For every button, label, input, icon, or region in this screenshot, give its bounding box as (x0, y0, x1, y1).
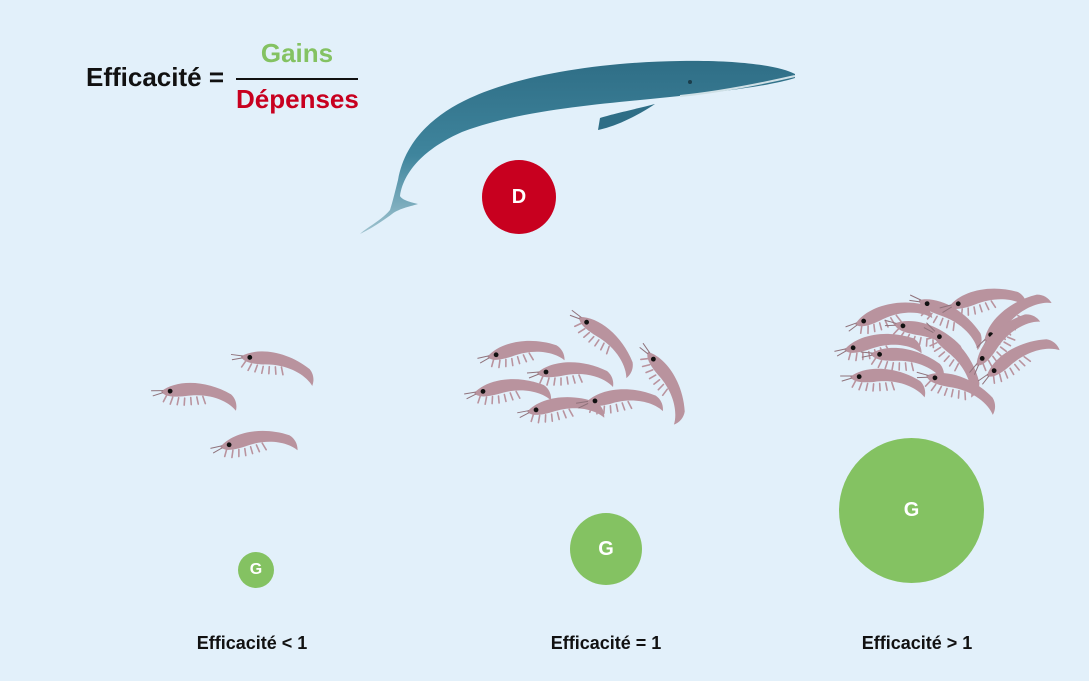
krill-group-high (832, 281, 1061, 416)
expense-circle: D (482, 160, 556, 234)
caption-efficiency-high: Efficacité > 1 (861, 633, 973, 653)
formula-numerator: Gains (260, 38, 334, 68)
whale-icon (360, 60, 796, 234)
krill-group-equal (462, 301, 697, 428)
fraction-bar (236, 78, 358, 80)
gain-circle-high: G (839, 438, 984, 583)
caption-efficiency-low: Efficacité < 1 (196, 633, 308, 653)
gain-circle-low: G (238, 552, 274, 588)
caption-efficiency-equal: Efficacité = 1 (550, 633, 662, 653)
formula-denominator: Dépenses (236, 84, 359, 114)
krill-group-low (149, 343, 319, 464)
formula-label: Efficacité = (86, 62, 225, 92)
gain-circle-equal: G (570, 513, 642, 585)
